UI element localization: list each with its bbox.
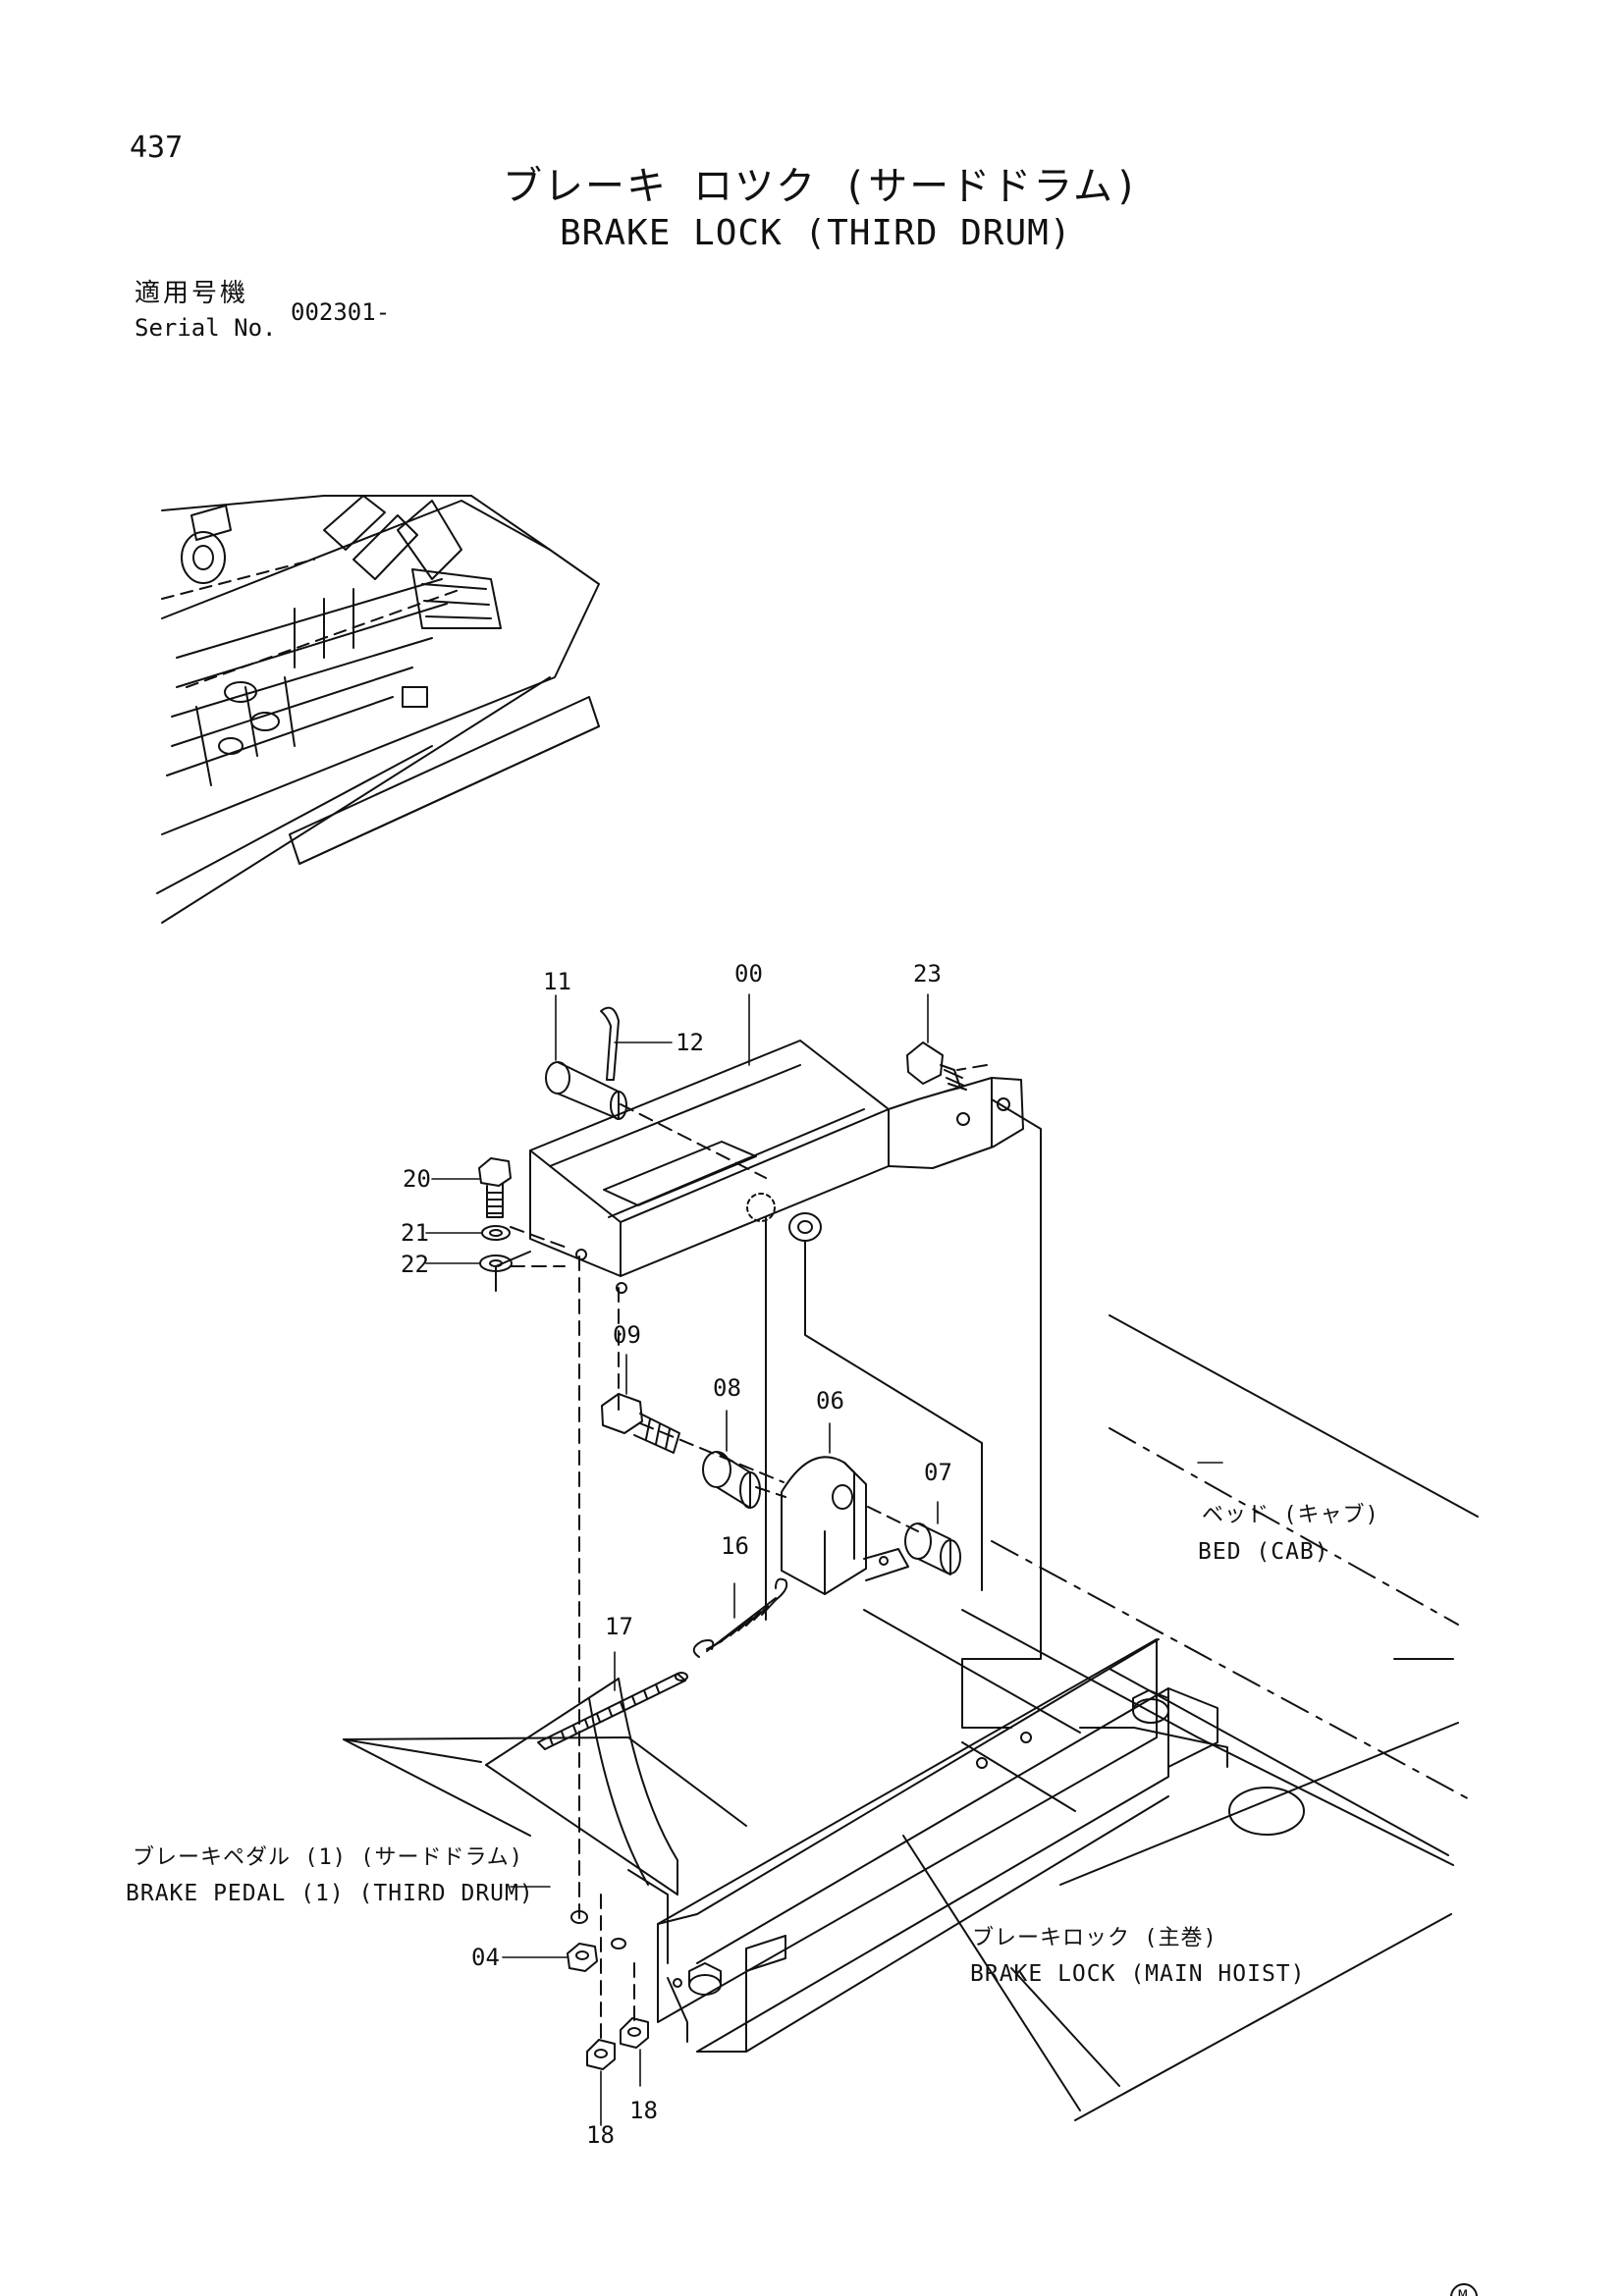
callout-23: 23	[913, 960, 942, 988]
callout-00: 00	[734, 960, 763, 988]
serial-number-value: 002301-	[291, 298, 391, 326]
callout-20: 20	[403, 1165, 431, 1193]
brake-lock-main-hoist-label-english: BRAKE LOCK (MAIN HOIST)	[970, 1961, 1306, 1987]
callout-18-left: 18	[586, 2121, 615, 2149]
callout-leaders	[426, 994, 1222, 2125]
nut-04	[568, 1911, 625, 1971]
page-title-english: BRAKE LOCK (THIRD DRUM)	[560, 213, 1072, 253]
rod-17	[538, 1673, 687, 1749]
bed-cab-label-english: BED (CAB)	[1198, 1539, 1329, 1565]
callout-04: 04	[471, 1944, 500, 1971]
spring-16	[694, 1579, 787, 1657]
spring-washer-21	[482, 1226, 510, 1240]
callout-07: 07	[924, 1459, 952, 1486]
bed-cab-outline	[344, 1315, 1478, 2120]
serial-label-japanese: 適用号機	[135, 279, 249, 308]
collar-07	[905, 1523, 960, 1575]
brake-pedal-label-english: BRAKE PEDAL (1) (THIRD DRUM)	[126, 1881, 534, 1906]
corner-mark-letter: M	[1458, 2286, 1468, 2296]
brake-pedal-third-drum	[486, 1679, 677, 1963]
bolt-23	[907, 1042, 966, 1092]
bolt-09	[602, 1394, 679, 1453]
callout-11: 11	[543, 968, 571, 995]
callout-08: 08	[713, 1374, 741, 1402]
brake-pedal-label-japanese: ブレーキペダル (1) (サードドラム)	[133, 1845, 524, 1870]
bolt-20	[479, 1158, 511, 1217]
page-title-japanese: ブレーキ ロツク (サードドラム)	[503, 164, 1141, 209]
callout-22: 22	[401, 1251, 429, 1278]
location-overview-inset	[157, 496, 599, 923]
cotter-pin-12	[601, 1008, 619, 1080]
brake-lock-main-hoist	[658, 1639, 1218, 2052]
callout-18-right: 18	[629, 2097, 658, 2124]
callout-17: 17	[605, 1613, 633, 1640]
brake-lock-main-hoist-label-japanese: ブレーキロック (主巻)	[972, 1926, 1218, 1950]
assembly-reference-lines	[496, 1099, 1041, 1728]
callout-12: 12	[676, 1029, 704, 1056]
assembly-alignment-lines	[511, 1065, 987, 2042]
nut-18-right	[621, 2018, 648, 2048]
callout-16: 16	[721, 1532, 749, 1560]
brake-lock-bracket-00	[530, 1041, 1023, 1293]
callout-21: 21	[401, 1219, 429, 1247]
bed-cab-label-japanese: ベッド (キャブ)	[1202, 1503, 1380, 1527]
corner-mark-circle	[1451, 2284, 1477, 2296]
nut-18-left	[587, 2040, 615, 2069]
page-number: 437	[130, 131, 184, 165]
bracket-06	[782, 1457, 908, 1594]
callout-09: 09	[613, 1321, 641, 1349]
serial-label-english: Serial No.	[135, 314, 277, 342]
pin-11	[546, 1062, 626, 1119]
callout-06: 06	[816, 1387, 844, 1415]
